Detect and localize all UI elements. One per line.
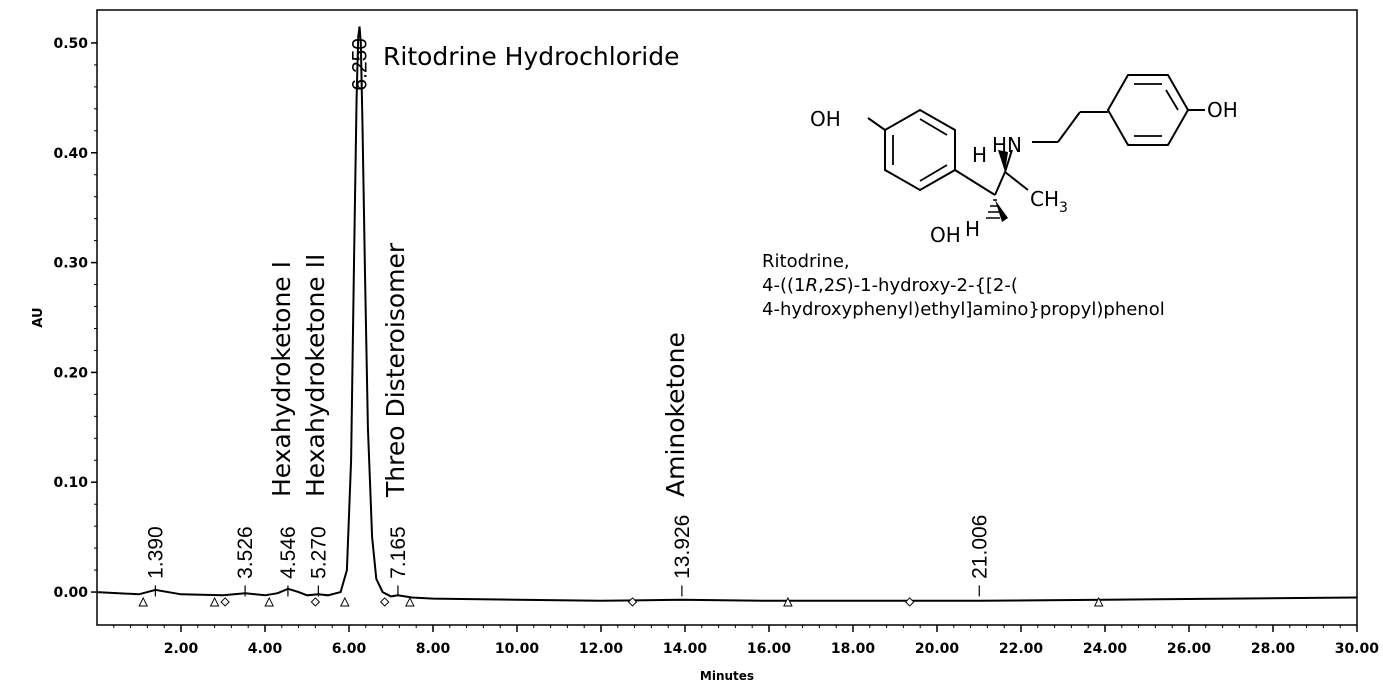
peak-retention-label: 6.250: [349, 38, 372, 91]
x-tick-label: 22.00: [999, 641, 1044, 657]
x-tick-label: 12.00: [579, 641, 624, 657]
ring-double-bond: [1165, 89, 1179, 111]
compound-annotation: Aminoketone: [661, 332, 690, 497]
oh-bottom-label: OH: [930, 223, 961, 247]
ritodrine-structure: OH OH HN H CH3 OH H: [810, 74, 1238, 247]
peak-retention-label: 4.546: [277, 526, 300, 579]
ring-double-bond: [919, 118, 948, 136]
right-benzene-ring: [1106, 74, 1190, 146]
h-top-label: H: [972, 143, 987, 167]
x-tick-label: 8.00: [416, 641, 451, 657]
baseline-diamond-marker: [627, 597, 638, 607]
y-tick-label: 0.50: [53, 36, 88, 52]
x-tick-label: 26.00: [1167, 641, 1212, 657]
y-tick-label: 0.40: [53, 146, 88, 162]
y-tick-label: 0.20: [53, 365, 88, 381]
oh-right-label: OH: [1207, 98, 1238, 122]
baseline-triangle-marker: [1093, 596, 1104, 607]
peak-retention-label: 1.390: [144, 526, 167, 579]
x-tick-label: 4.00: [248, 641, 283, 657]
peak-retention-label: 5.270: [307, 526, 330, 579]
methyl-bond: [1004, 171, 1029, 191]
ring-double-bond: [919, 164, 948, 182]
compound-annotation: Ritodrine Hydrochloride: [383, 42, 679, 71]
x-tick-label: 28.00: [1251, 641, 1296, 657]
plot-frame: [96, 9, 1358, 626]
y-tick-label: 0.10: [53, 475, 88, 491]
peak-retention-label: 13.926: [671, 515, 694, 579]
chromatogram-line: [96, 26, 1358, 602]
oh-bond: [867, 117, 886, 131]
y-tick-label: 0.00: [53, 585, 88, 601]
baseline-triangle-marker: [783, 596, 793, 607]
x-axis-label: Minutes: [700, 669, 754, 683]
caption-line-3: 4-hydroxyphenyl)ethyl]amino}propyl)pheno…: [762, 299, 1165, 320]
caption-line-1: Ritodrine,: [762, 251, 850, 272]
baseline-diamond-marker: [220, 597, 230, 607]
x-tick-label: 2.00: [164, 641, 199, 657]
wedge-bond-bottom: [995, 200, 1008, 222]
wedge-bond: [998, 150, 1008, 172]
x-tick-label: 18.00: [831, 641, 876, 657]
chain-bond: [1057, 111, 1081, 143]
compound-annotation: Threo Disteroisomer: [381, 242, 410, 498]
peak-retention-labels: 1.390 3.526 4.546 5.270 6.250 7.165 13.926 21.0…: [144, 38, 991, 579]
baseline-triangle-marker: [339, 596, 350, 607]
y-axis-label: AU: [31, 307, 46, 327]
x-axis-ticks: 2.00 4.00 6.00 8.00 10.00 12.00 14.00 16.00 18.0…: [113, 625, 1380, 657]
y-axis-ticks: 0.00 0.10 0.20 0.30 0.40 0.50: [53, 36, 97, 601]
chain-bond: [1004, 149, 1013, 173]
y-tick-label: 0.30: [53, 256, 88, 272]
baseline-triangle-marker: [405, 596, 415, 607]
left-benzene-ring: [884, 108, 956, 192]
hashed-wedge-bond: [986, 199, 1000, 219]
caption-line-2: 4-((1R,2S)-1-hydroxy-2-{[2-(: [762, 275, 1018, 296]
x-tick-label: 10.00: [495, 641, 540, 657]
x-tick-label: 20.00: [915, 641, 960, 657]
chain-bond: [994, 171, 1006, 196]
integration-markers: [138, 596, 1104, 607]
baseline-triangle-marker: [138, 596, 149, 607]
hn-label: HN: [992, 133, 1022, 157]
compound-annotation: Hexahydroketone II: [301, 254, 330, 497]
compound-annotation: Hexahydroketone I: [267, 261, 296, 497]
chromatogram-trace: [96, 26, 1358, 602]
peak-retention-label: 21.006: [968, 515, 991, 579]
ch-label: CH3: [1030, 187, 1068, 216]
baseline-triangle-marker: [209, 596, 220, 607]
baseline-diamond-marker: [379, 597, 390, 607]
x-tick-label: 6.00: [332, 641, 367, 657]
x-tick-label: 30.00: [1335, 641, 1380, 657]
x-tick-label: 16.00: [747, 641, 792, 657]
x-tick-label: 14.00: [663, 641, 708, 657]
h-bottom-label: H: [965, 217, 980, 241]
baseline-diamond-marker: [310, 597, 321, 607]
peak-retention-label: 7.165: [387, 526, 410, 579]
peak-retention-label: 3.526: [234, 526, 257, 579]
oh-left-label: OH: [810, 107, 841, 131]
x-tick-label: 24.00: [1083, 641, 1128, 657]
plot-border: [96, 9, 1358, 626]
baseline-diamond-marker: [904, 597, 915, 607]
compound-caption: Ritodrine, 4-((1R,2S)-1-hydroxy-2-{[2-( …: [762, 250, 1165, 322]
chain-bond: [954, 169, 996, 196]
baseline-triangle-marker: [264, 596, 275, 607]
